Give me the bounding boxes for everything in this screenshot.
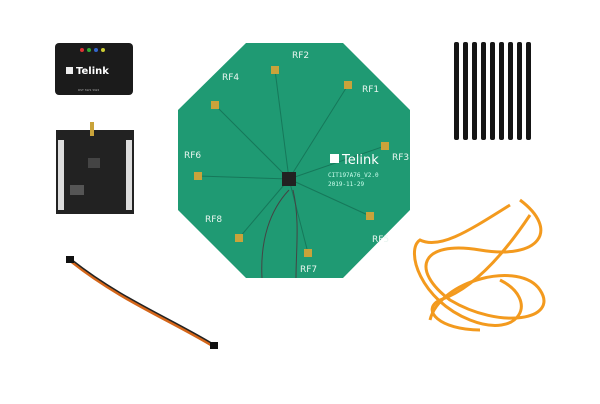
- rf-connector: [304, 249, 312, 257]
- jumper-cable: [66, 256, 218, 349]
- dev-board: [56, 122, 134, 214]
- rf-connector: [194, 172, 202, 180]
- rf-trace: [288, 178, 371, 217]
- antenna: [517, 42, 522, 140]
- antenna: [472, 42, 477, 140]
- antenna: [463, 42, 468, 140]
- rf-port-label: RF1: [362, 85, 379, 95]
- dongle-brand: Telink: [76, 66, 109, 77]
- antenna-board: Telink CIT197A76_V2.0 2019-11-29 RF1 RF2R…: [178, 43, 410, 279]
- dongle-buttons: RST SW1 SW2: [78, 88, 99, 92]
- antenna: [454, 42, 459, 140]
- antenna: [499, 42, 504, 140]
- rf-connector: [211, 101, 219, 109]
- rf-connector: [366, 212, 374, 220]
- usb-cables: [412, 198, 546, 332]
- rf-trace: [214, 104, 290, 180]
- antenna: [490, 42, 495, 140]
- rf-trace: [288, 178, 309, 254]
- antenna: [508, 42, 513, 140]
- rf-port-label: RF4: [222, 73, 239, 83]
- debugger-dongle: Telink RST SW1 SW2: [55, 43, 133, 95]
- rf-connector: [344, 81, 352, 89]
- antenna: [526, 42, 531, 140]
- rf-connector: [235, 234, 243, 242]
- rf-trace: [288, 84, 349, 180]
- antenna: [481, 42, 486, 140]
- rf-trace: [238, 178, 290, 239]
- rf-trace: [197, 175, 290, 180]
- rf-trace: [274, 69, 290, 180]
- antennas: [454, 42, 531, 140]
- rf-connector: [381, 142, 389, 150]
- rf-port-label: RF7: [300, 265, 317, 275]
- rf-port-label: RF2: [292, 51, 309, 61]
- board-brand: Telink: [341, 153, 379, 168]
- rf-connector: [271, 66, 279, 74]
- rf-port-label: RF8: [205, 215, 222, 225]
- board-date: 2019-11-29: [328, 181, 365, 188]
- rf-port-label: RF6: [184, 151, 201, 161]
- board-model: CIT197A76_V2.0: [328, 172, 379, 179]
- rf-port-label: RF3: [392, 153, 409, 163]
- rf-port-label: RF5: [372, 235, 389, 245]
